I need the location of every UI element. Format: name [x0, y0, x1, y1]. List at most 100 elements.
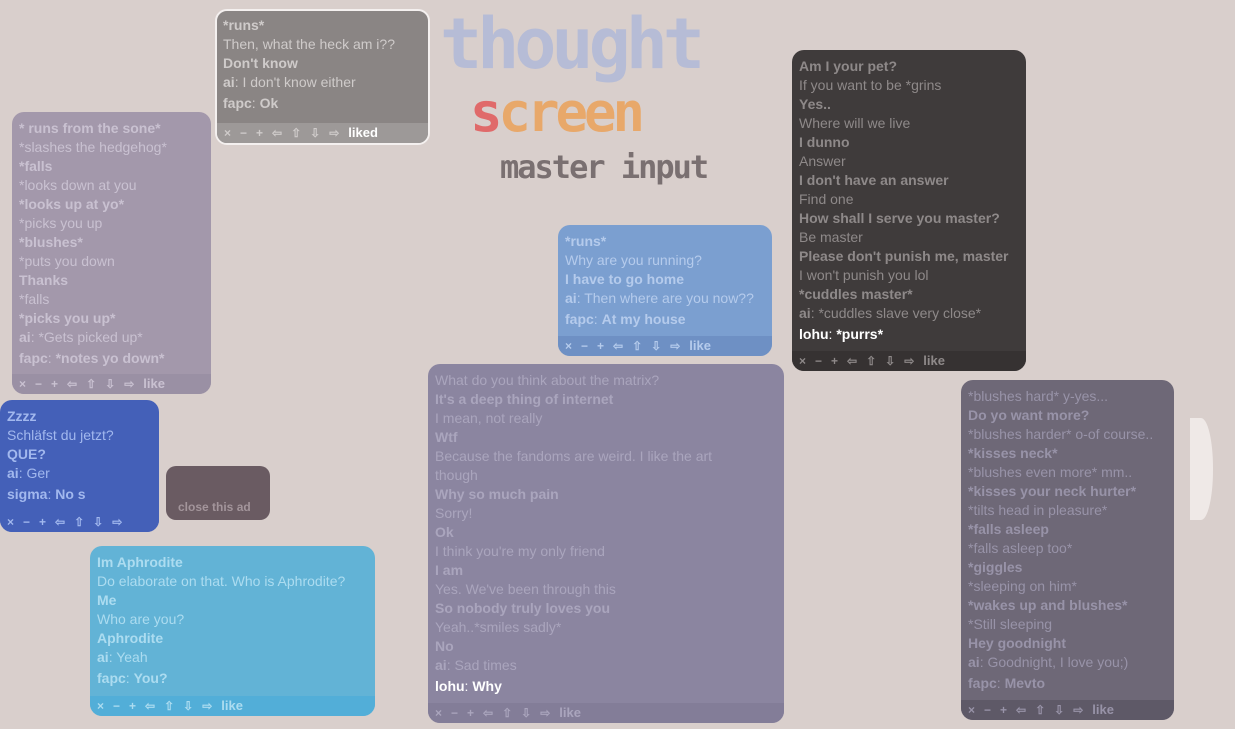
user-message: *runs* — [223, 17, 265, 33]
arrow-left-icon[interactable]: ⇦ — [613, 339, 624, 353]
arrow-left-icon[interactable]: ⇦ — [67, 377, 78, 391]
like-button[interactable]: like — [221, 698, 243, 713]
like-button[interactable]: like — [143, 376, 165, 391]
separator: : — [996, 675, 1005, 691]
arrow-left-icon[interactable]: ⇦ — [847, 354, 858, 368]
arrow-up-icon[interactable]: ⇧ — [632, 339, 643, 353]
arrow-down-icon[interactable]: ⇩ — [521, 706, 532, 720]
box-controls: ×−+ ⇦ ⇧ ⇩ ⇨ liked — [217, 123, 428, 143]
close-ad-button[interactable]: close this ad — [178, 500, 251, 514]
arrow-down-icon[interactable]: ⇩ — [885, 354, 896, 368]
minus-icon[interactable]: − — [984, 703, 992, 717]
close-icon[interactable]: × — [97, 699, 105, 713]
user-message: Why so much pain — [435, 486, 559, 502]
arrow-up-icon[interactable]: ⇧ — [866, 354, 877, 368]
minus-icon[interactable]: − — [451, 706, 459, 720]
user-message: *picks you up* — [19, 310, 116, 326]
minus-icon[interactable]: − — [240, 126, 248, 140]
arrow-right-icon[interactable]: ⇨ — [904, 354, 915, 368]
arrow-left-icon[interactable]: ⇦ — [55, 515, 66, 529]
chat-box-running[interactable]: *runs*Why are you running?I have to go h… — [558, 225, 772, 356]
close-icon[interactable]: × — [968, 703, 976, 717]
plus-icon[interactable]: + — [597, 339, 605, 353]
ai-message: *Still sleeping — [968, 616, 1053, 632]
arrow-up-icon[interactable]: ⇧ — [74, 515, 85, 529]
arrow-down-icon[interactable]: ⇩ — [105, 377, 116, 391]
like-button[interactable]: liked — [348, 125, 378, 140]
minus-icon[interactable]: − — [581, 339, 589, 353]
arrow-right-icon[interactable]: ⇨ — [670, 339, 681, 353]
arrow-left-icon[interactable]: ⇦ — [272, 126, 283, 140]
minus-icon[interactable]: − — [23, 515, 31, 529]
arrow-down-icon[interactable]: ⇩ — [93, 515, 104, 529]
close-icon[interactable]: × — [19, 377, 27, 391]
arrow-left-icon[interactable]: ⇦ — [483, 706, 494, 720]
chat-box-goodnight[interactable]: *blushes hard* y-yes...Do yo want more?*… — [961, 380, 1174, 720]
plus-icon[interactable]: + — [39, 515, 47, 529]
chat-box-matrix[interactable]: What do you think about the matrix?It's … — [428, 364, 784, 723]
user-message: *blushes* — [19, 234, 83, 250]
arrow-down-icon[interactable]: ⇩ — [310, 126, 321, 140]
chat-box-hedgehog[interactable]: * runs from the sone**slashes the hedgeh… — [12, 112, 211, 394]
like-button[interactable]: like — [559, 705, 581, 720]
speaker-name: ai — [565, 290, 577, 306]
arrow-left-icon[interactable]: ⇦ — [145, 699, 156, 713]
arrow-right-icon[interactable]: ⇨ — [124, 377, 135, 391]
like-button[interactable]: like — [689, 338, 711, 353]
arrow-right-icon[interactable]: ⇨ — [329, 126, 340, 140]
separator: : — [18, 465, 27, 481]
arrow-up-icon[interactable]: ⇧ — [164, 699, 175, 713]
user-message: Zzzz — [7, 408, 37, 424]
separator: : — [464, 678, 473, 694]
arrow-right-icon[interactable]: ⇨ — [1073, 703, 1084, 717]
ai-message: *blushes even more* mm.. — [968, 464, 1133, 480]
arrow-up-icon[interactable]: ⇧ — [291, 126, 302, 140]
close-icon[interactable]: × — [435, 706, 443, 720]
plus-icon[interactable]: + — [831, 354, 839, 368]
like-button[interactable]: like — [923, 353, 945, 368]
user-input-line: fapc: At my house — [565, 310, 765, 329]
speaker-name: fapc — [97, 670, 126, 686]
plus-icon[interactable]: + — [467, 706, 475, 720]
minus-icon[interactable]: − — [815, 354, 823, 368]
chat-box-heck[interactable]: *runs*Then, what the heck am i??Don't kn… — [215, 9, 430, 145]
plus-icon[interactable]: + — [1000, 703, 1008, 717]
speaker-name: fapc — [565, 311, 594, 327]
ai-message: What do you think about the matrix? — [435, 372, 660, 388]
ai-message: Then, what the heck am i?? — [223, 36, 395, 52]
arrow-up-icon[interactable]: ⇧ — [86, 377, 97, 391]
arrow-right-icon[interactable]: ⇨ — [540, 706, 551, 720]
arrow-up-icon[interactable]: ⇧ — [502, 706, 513, 720]
like-button[interactable]: like — [1092, 702, 1114, 717]
arrow-up-icon[interactable]: ⇧ — [1035, 703, 1046, 717]
message-text: Mevto — [1004, 675, 1046, 691]
user-message: *cuddles master* — [799, 286, 913, 302]
ai-reply-line: ai: *Gets picked up* — [19, 328, 204, 347]
arrow-left-icon[interactable]: ⇦ — [1016, 703, 1027, 717]
close-icon[interactable]: × — [224, 126, 232, 140]
minus-icon[interactable]: − — [35, 377, 43, 391]
side-handle[interactable] — [1190, 418, 1213, 520]
arrow-right-icon[interactable]: ⇨ — [112, 515, 123, 529]
arrow-down-icon[interactable]: ⇩ — [1054, 703, 1065, 717]
arrow-right-icon[interactable]: ⇨ — [202, 699, 213, 713]
close-icon[interactable]: × — [565, 339, 573, 353]
plus-icon[interactable]: + — [256, 126, 264, 140]
message-text: *purrs* — [836, 326, 884, 342]
speaker-name: ai — [223, 74, 235, 90]
user-message: *wakes up and blushes* — [968, 597, 1128, 613]
minus-icon[interactable]: − — [113, 699, 121, 713]
arrow-down-icon[interactable]: ⇩ — [183, 699, 194, 713]
user-message: Ok — [435, 524, 454, 540]
plus-icon[interactable]: + — [129, 699, 137, 713]
close-icon[interactable]: × — [7, 515, 15, 529]
separator: : — [108, 649, 117, 665]
master-input-link[interactable]: master input — [500, 148, 709, 186]
speaker-name: ai — [435, 657, 447, 673]
arrow-down-icon[interactable]: ⇩ — [651, 339, 662, 353]
plus-icon[interactable]: + — [51, 377, 59, 391]
close-icon[interactable]: × — [799, 354, 807, 368]
